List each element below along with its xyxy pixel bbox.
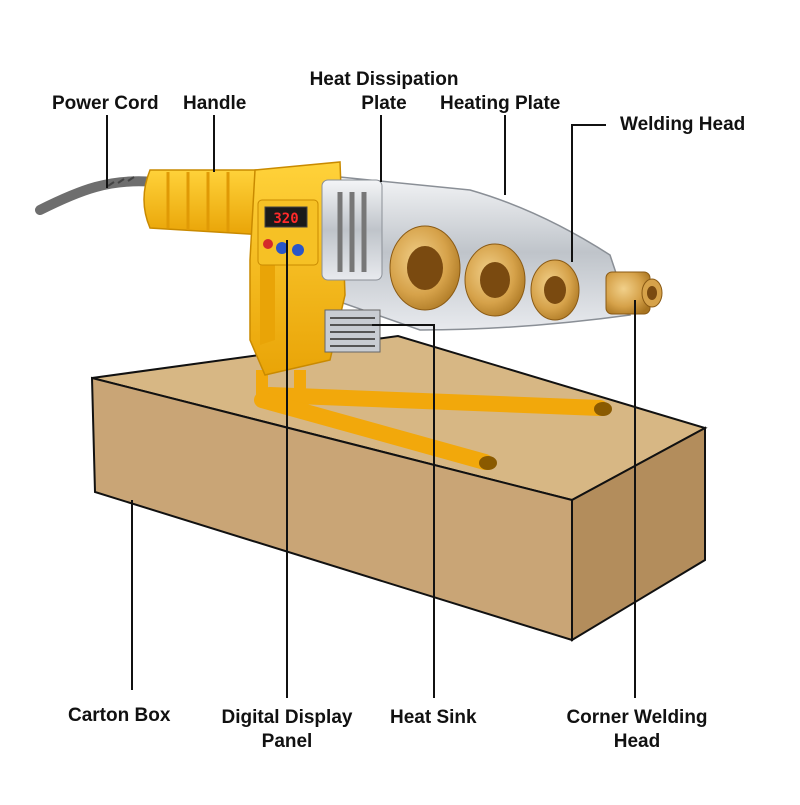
label-digital-display-line1: Digital Display (221, 707, 353, 728)
leader-welding-head (571, 124, 606, 262)
label-heat-dissipation-line2: Plate (361, 93, 407, 114)
welding-heads (389, 225, 580, 321)
leader-lines (106, 115, 636, 698)
digital-display-panel: 320 (257, 199, 319, 266)
carton-box (90, 334, 708, 642)
power-cord (35, 176, 160, 215)
carton-side (571, 426, 706, 642)
label-heat-dissipation-plate: Heat Dissipation Plate (300, 68, 468, 116)
button-red-icon (263, 239, 273, 249)
label-carton-box: Carton Box (68, 705, 171, 726)
label-corner-welding-line2: Head (613, 731, 661, 752)
handle (143, 169, 266, 236)
label-digital-display-panel: Digital Display Panel (212, 706, 362, 754)
label-digital-display-line2: Panel (261, 731, 313, 752)
button-blue-icon (292, 244, 304, 256)
display-screen (264, 206, 308, 228)
label-corner-welding-head: Corner Welding Head (555, 706, 719, 754)
display-readout: 320 (273, 211, 298, 227)
heat-sink (324, 309, 381, 353)
label-handle: Handle (183, 93, 247, 114)
leader-heat-sink (372, 324, 435, 698)
label-heat-sink: Heat Sink (390, 707, 477, 728)
label-power-cord: Power Cord (52, 93, 159, 114)
label-corner-welding-line1: Corner Welding (566, 707, 708, 728)
label-welding-head: Welding Head (620, 114, 746, 135)
stand (254, 370, 612, 470)
corner-welding-head (605, 271, 663, 315)
button-blue-icon (276, 242, 288, 254)
heat-dissipation-plate (321, 179, 383, 281)
label-heating-plate: Heating Plate (440, 93, 561, 114)
label-heat-dissipation-line1: Heat Dissipation (309, 69, 459, 90)
